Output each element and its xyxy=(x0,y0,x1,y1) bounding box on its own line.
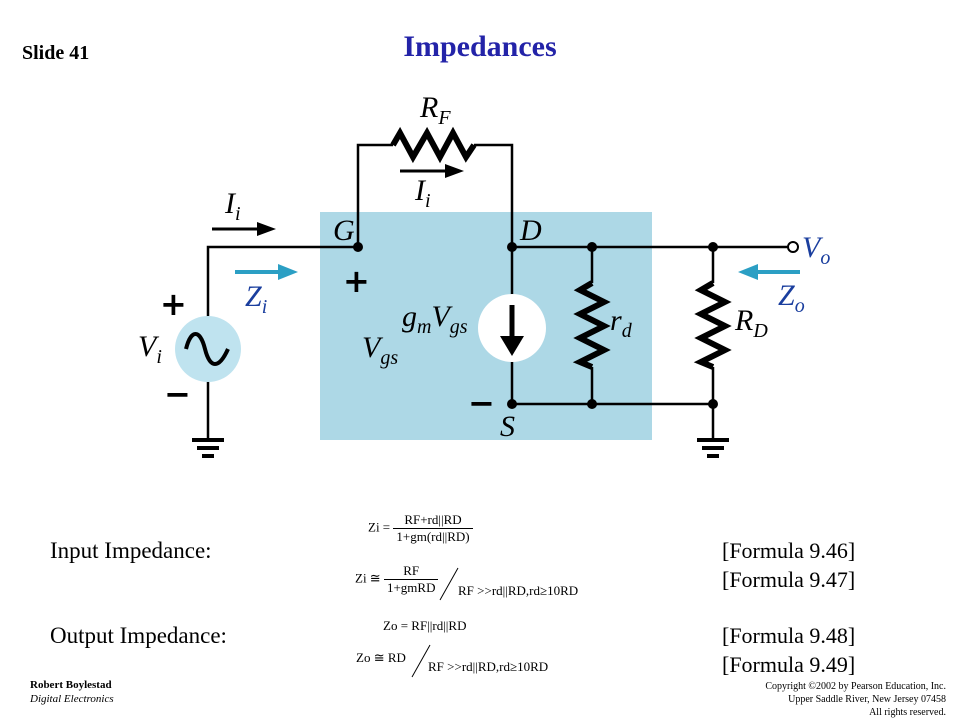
current-arrow-left xyxy=(212,222,276,236)
vgs-label: Vgs xyxy=(362,331,398,369)
rd-label: rd xyxy=(610,304,633,342)
vi-minus: − xyxy=(164,375,191,413)
rf-resistor xyxy=(390,126,477,164)
footer-book: Digital Electronics xyxy=(30,693,114,705)
rf-label: RF xyxy=(419,91,451,129)
formula-9-49-ref: [Formula 9.49] xyxy=(722,652,856,677)
formula-9-46-lhs: Zi = xyxy=(368,519,391,535)
formula-9-46-denominator: 1+gm(rd||RD) xyxy=(396,529,470,544)
footer-copyright-3: All rights reserved. xyxy=(869,707,946,718)
ground-left xyxy=(192,438,224,458)
junction-dots xyxy=(353,242,718,409)
vo-terminal xyxy=(787,241,799,253)
zo-label: Zo xyxy=(778,279,805,317)
ground-right xyxy=(697,438,729,458)
formula-9-47-ref: [Formula 9.47] xyxy=(722,567,856,592)
vi-label: Vi xyxy=(138,330,162,368)
vgs-minus: − xyxy=(468,384,495,422)
voltage-source xyxy=(175,316,241,382)
zi-arrow xyxy=(235,264,298,280)
source-label: S xyxy=(500,410,515,443)
formula-9-47-condition: RF >>rd||RD,rd≥10RD xyxy=(458,583,579,598)
formula-9-49-slash xyxy=(411,644,431,678)
current-arrow-top xyxy=(400,164,464,178)
vgs-plus: + xyxy=(343,262,370,300)
current-source xyxy=(478,294,546,362)
formula-9-46-ref: [Formula 9.46] xyxy=(722,538,856,563)
ii-left-label: Ii xyxy=(224,187,241,225)
circuit-wires xyxy=(206,143,790,440)
footer-copyright-2: Upper Saddle River, New Jersey 07458 xyxy=(788,694,946,705)
zi-label: Zi xyxy=(245,280,267,318)
zo-arrow xyxy=(738,264,800,280)
rd-load-label: RD xyxy=(734,304,768,342)
gm-vgs-label: gmVgs xyxy=(402,300,468,338)
drain-label: D xyxy=(519,214,542,247)
formula-9-47-lhs: Zi ≅ xyxy=(355,570,381,586)
formula-9-46-numerator: RF+rd||RD xyxy=(393,512,473,529)
vi-plus: + xyxy=(160,285,187,323)
formula-9-47-slash xyxy=(439,567,459,601)
output-impedance-label: Output Impedance: xyxy=(50,623,227,648)
gate-label: G xyxy=(333,214,355,247)
vo-label: Vo xyxy=(802,231,830,269)
input-impedance-label: Input Impedance: xyxy=(50,538,212,563)
rd-load-resistor xyxy=(693,280,732,370)
slide-number: Slide 41 xyxy=(22,42,90,64)
page-title: Impedances xyxy=(403,30,557,63)
formula-9-49-condition: RF >>rd||RD,rd≥10RD xyxy=(428,659,549,674)
formula-9-47-numerator: RF xyxy=(383,563,439,580)
fet-feedback-circuit: RF Ii Ii G D S Vo Zi Zo Vi gmVgs Vgs rd … xyxy=(138,91,830,458)
formula-9-47-denominator: 1+gmRD xyxy=(386,580,436,595)
formula-9-49: Zo ≅ RD xyxy=(356,650,406,665)
ii-top-label: Ii xyxy=(414,174,431,212)
formula-9-48: Zo = RF||rd||RD xyxy=(383,618,467,633)
footer-author: Robert Boylestad xyxy=(30,679,112,691)
footer-copyright-1: Copyright ©2002 by Pearson Education, In… xyxy=(765,681,946,692)
rd-small-resistor xyxy=(572,280,611,370)
formula-9-48-ref: [Formula 9.48] xyxy=(722,623,856,648)
